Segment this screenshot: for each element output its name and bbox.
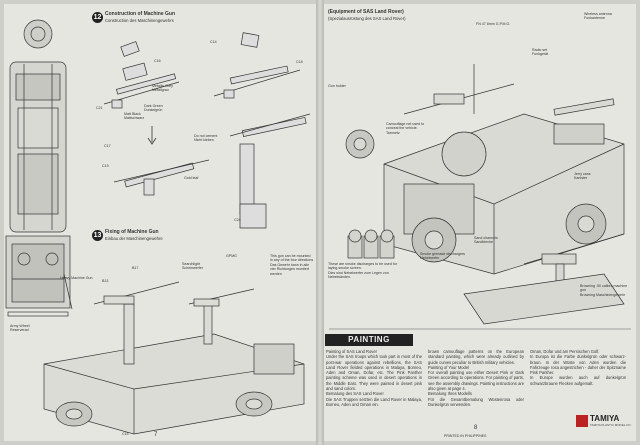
part-label-c24: C24 [234, 218, 241, 222]
callout-jerry-cans: Jerry cans Kanister [574, 172, 591, 181]
callout-gold-leaf: Gold leaf [184, 176, 199, 180]
painting-heading: PAINTING [325, 334, 413, 346]
tamiya-logo: TAMIYA TAMIYA PLASTIC MODEL CO. [576, 413, 632, 433]
callout-matt-black: Matt Black Mattschwarz [124, 112, 145, 121]
right-page-illustration [329, 64, 631, 330]
callout-metallic-grey: Metallic Grey Metallgrau [152, 84, 173, 93]
left-page-illustration [5, 19, 311, 435]
callout-radio-set: Radio set Funkgerät [532, 48, 549, 57]
part-label-b13: B13 [102, 279, 109, 283]
vehicle-top-view [5, 19, 71, 317]
tamiya-brand-name: TAMIYA [590, 414, 620, 423]
part-label-c15: C15 [122, 432, 129, 436]
callout-army-wheel: Army Wheel Reserverad [10, 324, 30, 333]
callout-searchlight: Searchlight Scheinwerfer [182, 262, 203, 271]
step12-parts [103, 32, 311, 229]
step12-title-de: Construction des Maschinengewehrs [105, 18, 174, 23]
tamiya-brand-sub: TAMIYA PLASTIC MODEL CO. [590, 423, 632, 427]
step13-title: Fixing of Machine Gun [105, 229, 159, 235]
left-page: 12 Construction of Machine Gun Construct… [4, 4, 316, 441]
book-gutter [316, 0, 324, 445]
part-label-b17: B17 [132, 266, 139, 270]
part-label-c14: C14 [210, 40, 217, 44]
painting-column-1: Painting of SAS Land Rover Under the SAS… [326, 349, 422, 407]
browning-gun-detail [463, 233, 625, 325]
step13-vehicle [43, 273, 305, 435]
callout-mount-directions: This gun can be mounted in any of the fo… [270, 254, 314, 276]
part-label-c16: C16 [154, 59, 161, 63]
callout-camouflage-net: Camouflage net used to conceal the vehic… [386, 122, 425, 135]
equipment-subtitle: (Spezialausrüstung des SAS Land Rover) [328, 16, 406, 21]
callout-wireless-antenna: Wireless antenna Funkantenne [584, 12, 612, 21]
callout-gun-holder: Gun holder [328, 84, 346, 88]
right-page: (Equipment of SAS Land Rover) (Spezialau… [324, 4, 636, 441]
callout-fn47: FN 47 8mm G.P.M.G. [476, 22, 511, 26]
step12-title: Construction of Machine Gun [105, 11, 175, 17]
callout-dark-green: Dark Green Dunkelgrün [144, 104, 163, 113]
land-rover-illustration [345, 64, 625, 275]
part-label-c21: C21 [96, 106, 103, 110]
step13-title-de: Einbau der Maschinengewehre [105, 236, 163, 241]
callout-gpmg: GPMG [226, 254, 237, 258]
callout-smoke-discharge: These are smoke discharges to be used fo… [328, 262, 398, 280]
callout-sand-channels: Sand channels Sandbleche [474, 236, 498, 245]
step12-number: 12 [92, 12, 103, 23]
left-page-number: 7 [154, 432, 158, 438]
callout-heavy-mg: Heavy Machine Gun [60, 276, 93, 280]
part-label-c17: C17 [104, 144, 111, 148]
right-page-number: 8 [474, 425, 478, 431]
equipment-title: (Equipment of SAS Land Rover) [328, 9, 404, 15]
part-label-c19: C19 [102, 164, 109, 168]
callout-do-not-cement: Do not cement Nicht kleben [194, 134, 218, 143]
callout-browning: Browning .50 calibre machine gun Brownin… [580, 284, 628, 297]
part-label-c18: C18 [296, 60, 303, 64]
painting-column-3: Oman, Dofar und am Persischen Golf. In E… [530, 349, 626, 386]
printed-notice: PRINTED IN PHILIPPINES [444, 434, 487, 438]
callout-grenade: Smoke grenade dischargers Nebelwerfer [420, 252, 465, 261]
smoke-dischargers [347, 229, 395, 259]
tamiya-star-icon [576, 415, 588, 427]
step13-number: 13 [92, 230, 103, 241]
painting-column-2: brown camouflage patterns on the Europea… [428, 349, 524, 407]
